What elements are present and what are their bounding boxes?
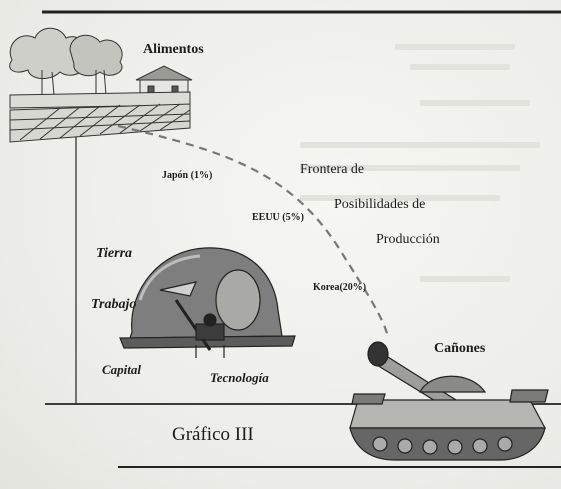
point-label-korea: Korea(20%) [313, 282, 367, 293]
factor-technology-label: Tecnología [210, 370, 269, 385]
frontier-title-line1: Frontera de [300, 162, 365, 177]
point-label-usa: EEUU (5%) [252, 212, 304, 223]
point-label-japan: Japón (1%) [162, 170, 213, 181]
production-frontier-curve [117, 124, 390, 339]
factor-land-label: Tierra [96, 246, 133, 261]
food-label: Alimentos [143, 42, 204, 57]
frontier-title-line3: Producción [376, 232, 440, 247]
cannons-label: Cañones [434, 341, 486, 356]
helmet-illustration [119, 247, 296, 358]
figure-caption: Gráfico III [172, 424, 254, 445]
farm-illustration [9, 27, 193, 143]
tank-illustration [349, 341, 549, 461]
factor-capital-label: Capital [102, 362, 142, 377]
factor-labor-label: Trabajo [91, 297, 137, 312]
frontier-title-line2: Posibilidades de [334, 197, 426, 212]
